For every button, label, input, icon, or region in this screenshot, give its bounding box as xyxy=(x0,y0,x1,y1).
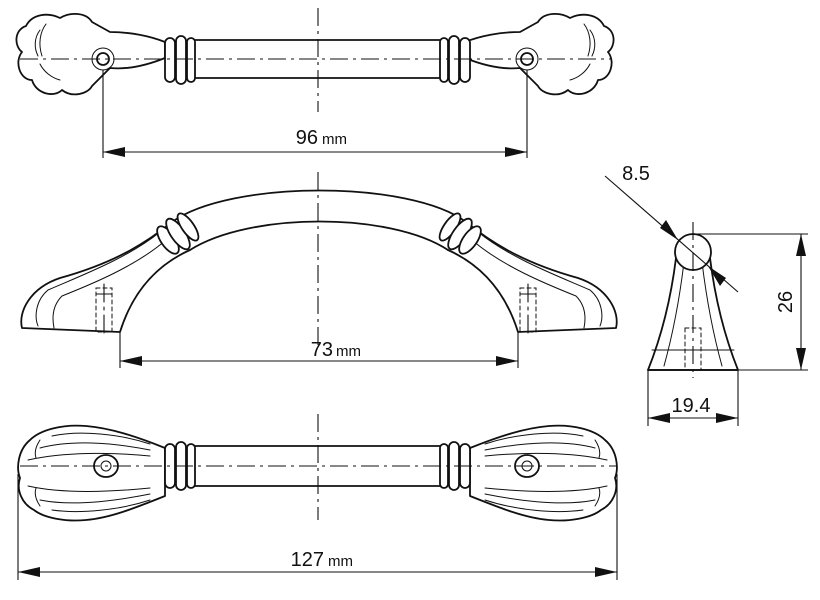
top-view: 96 mm xyxy=(15,8,615,158)
top-dim-value: 96 xyxy=(296,127,318,149)
base-width-label: 19.4 xyxy=(672,395,711,417)
top-dim-unit: mm xyxy=(322,131,347,148)
bottom-view: 127 mm xyxy=(17,414,618,580)
bottom-dim-unit: mm xyxy=(328,553,353,570)
bottom-dim-value: 127 xyxy=(291,549,324,571)
profile-view: 8.5 26 19.4 xyxy=(604,163,808,426)
diameter-label: 8.5 xyxy=(622,163,650,185)
top-right-scalloped-end xyxy=(464,13,615,96)
side-dim-value: 73 xyxy=(311,339,333,361)
height-label: 26 xyxy=(775,291,797,313)
top-left-scalloped-end xyxy=(15,13,166,96)
side-view: 73 mm xyxy=(20,172,618,368)
side-dim-unit: mm xyxy=(336,343,361,360)
